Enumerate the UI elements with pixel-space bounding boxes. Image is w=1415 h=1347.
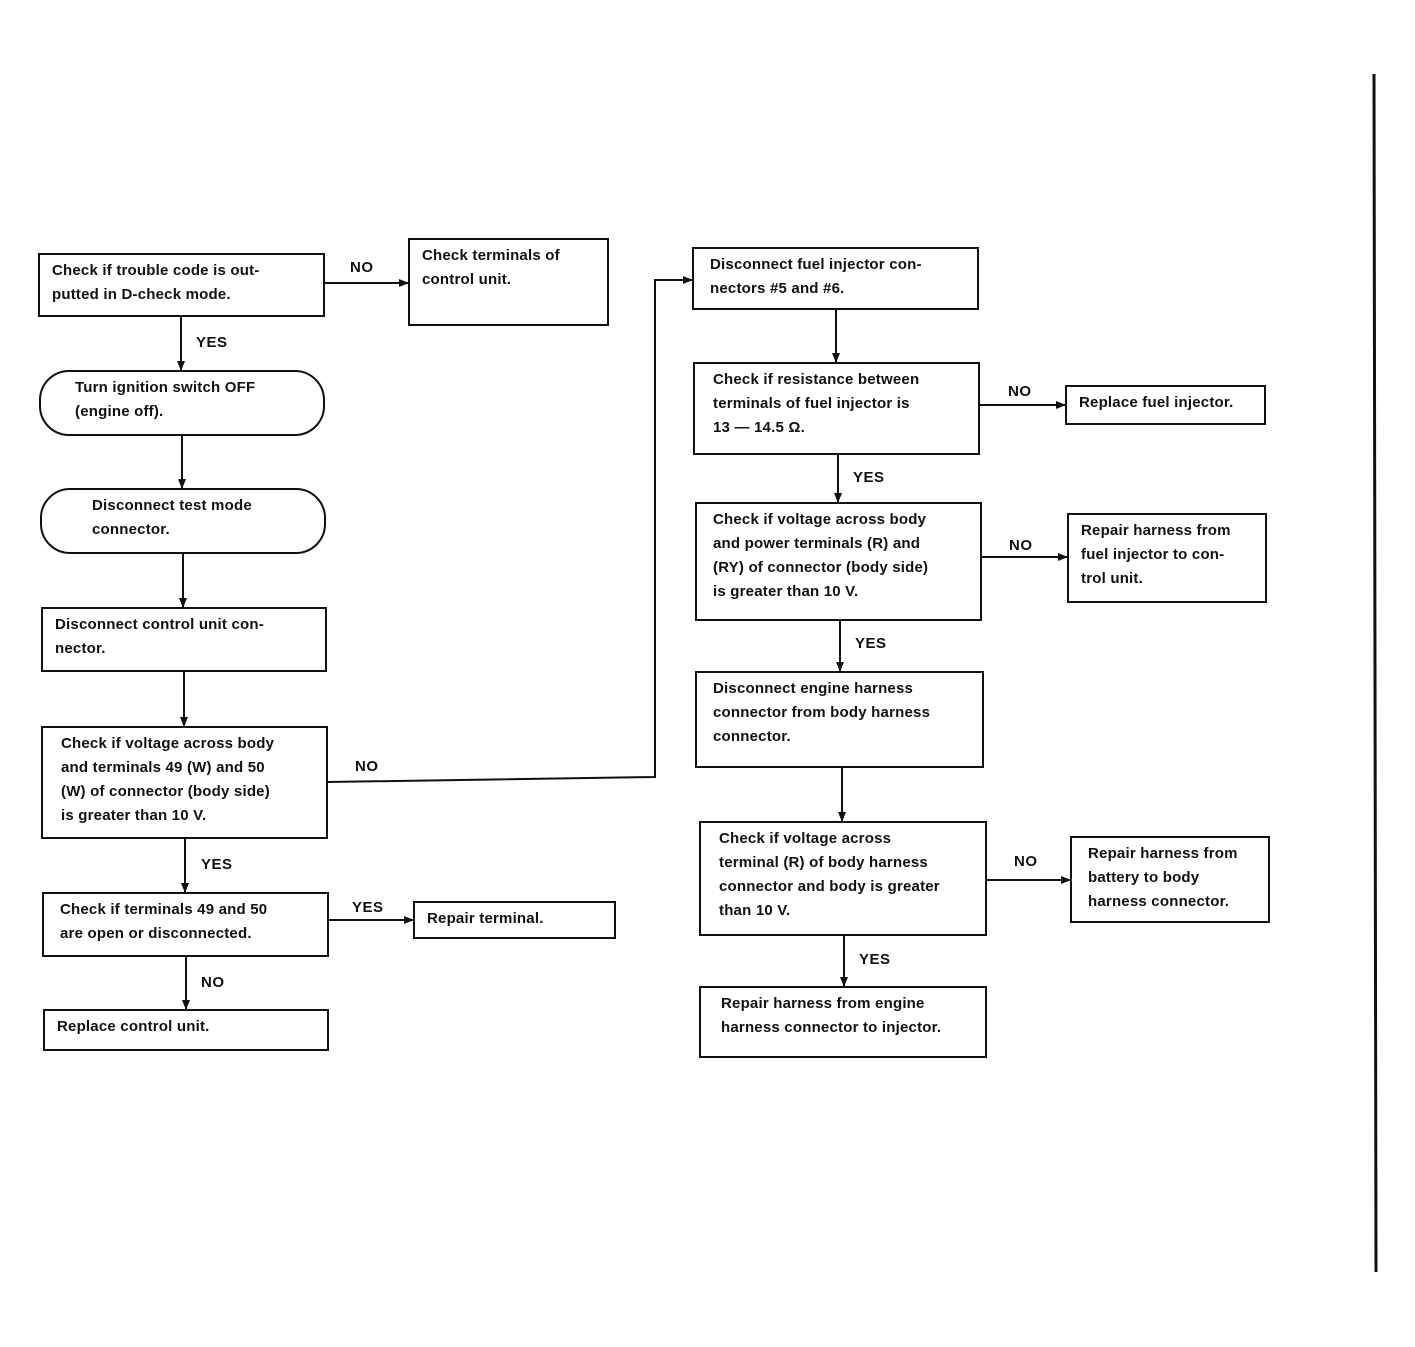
turn-ignition-off-box: Turn ignition switch OFF (engine off). xyxy=(39,370,325,436)
branch-label-no: NO xyxy=(1009,537,1033,554)
disconnect-control-unit-box: Disconnect control unit con- nector. xyxy=(41,607,327,672)
branch-label-no: NO xyxy=(355,758,379,775)
disconnect-engine-harness-box: Disconnect engine harness connector from… xyxy=(695,671,984,768)
repair-harness-injector-control-unit-box: Repair harness from fuel injector to con… xyxy=(1067,513,1267,603)
repair-harness-engine-injector-box: Repair harness from engine harness conne… xyxy=(699,986,987,1058)
branch-label-yes: YES xyxy=(352,899,384,916)
disconnect-fuel-injector-box: Disconnect fuel injector con- nectors #5… xyxy=(692,247,979,310)
branch-label-yes: YES xyxy=(859,951,891,968)
branch-label-no: NO xyxy=(1014,853,1038,870)
page-edge-rule xyxy=(1372,73,1378,1273)
branch-label-no: NO xyxy=(201,974,225,991)
branch-label-yes: YES xyxy=(855,635,887,652)
repair-harness-battery-box: Repair harness from battery to body harn… xyxy=(1070,836,1270,923)
check-voltage-power-box: Check if voltage across body and power t… xyxy=(695,502,982,621)
check-resistance-box: Check if resistance between terminals of… xyxy=(693,362,980,455)
branch-label-yes: YES xyxy=(853,469,885,486)
branch-label-no: NO xyxy=(1008,383,1032,400)
check-terminals-open-box: Check if terminals 49 and 50 are open or… xyxy=(42,892,329,957)
disconnect-test-mode-box: Disconnect test mode connector. xyxy=(40,488,326,554)
replace-control-unit-box: Replace control unit. xyxy=(43,1009,329,1051)
check-voltage-terminal-r-box: Check if voltage across terminal (R) of … xyxy=(699,821,987,936)
replace-fuel-injector-box: Replace fuel injector. xyxy=(1065,385,1266,425)
branch-label-yes: YES xyxy=(196,334,228,351)
branch-label-no: NO xyxy=(350,259,374,276)
arrow-voltage-to-fuel-injector xyxy=(327,276,693,783)
branch-label-yes: YES xyxy=(201,856,233,873)
check-terminals-control-unit-box: Check terminals of control unit. xyxy=(408,238,609,326)
repair-terminal-box: Repair terminal. xyxy=(413,901,616,939)
check-trouble-code-box: Check if trouble code is out- putted in … xyxy=(38,253,325,317)
check-voltage-49-50-box: Check if voltage across body and termina… xyxy=(41,726,328,839)
